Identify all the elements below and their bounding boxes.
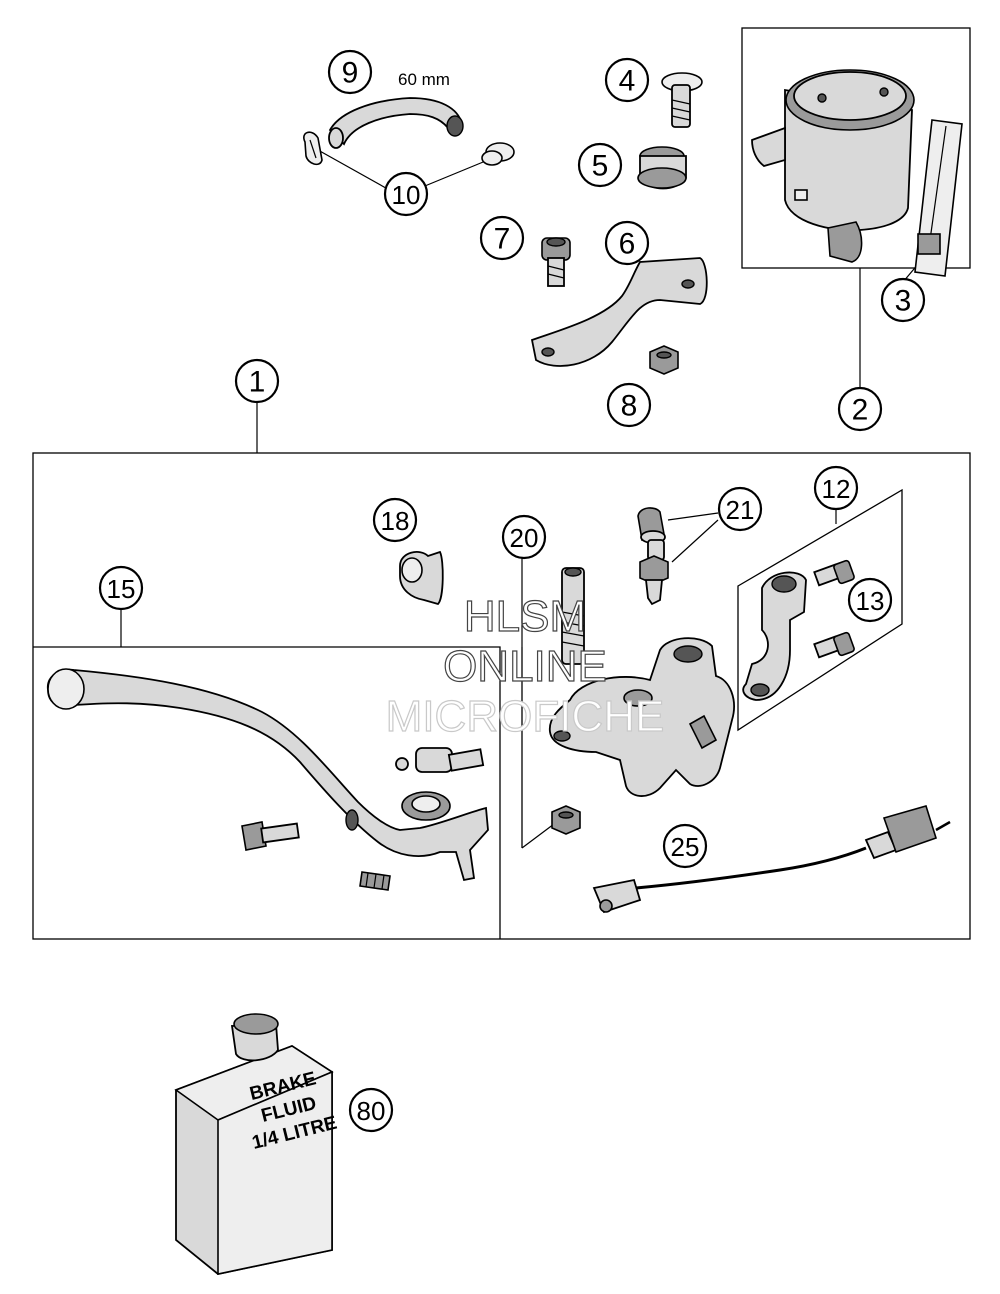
hose-length-label: 60 mm	[398, 70, 450, 89]
clamp-bolt-lower-part-13	[813, 631, 855, 659]
clamp-part-12	[742, 571, 807, 701]
reservoir-part-2	[751, 69, 915, 263]
lever-spring	[359, 871, 391, 891]
watermark-line-1: HLSM	[463, 591, 587, 641]
lever-adjuster-barrel	[415, 747, 485, 773]
bleeder-valve-part-21	[639, 539, 669, 606]
leader-10a	[317, 149, 394, 193]
master-cylinder-body	[548, 637, 735, 797]
plug-part-18	[399, 550, 444, 606]
pushrod-part-20	[561, 567, 585, 665]
hose-part-9	[328, 97, 464, 149]
bolt-part-7	[541, 237, 571, 287]
grommet-part-5	[637, 146, 687, 190]
screw-part-4	[661, 72, 703, 128]
leader-10b	[419, 159, 489, 189]
brake-switch-part-25	[592, 805, 951, 914]
nut-part-8	[649, 345, 679, 375]
clamp-bolt-upper-part-13	[813, 559, 855, 587]
lever-pivot-bolt	[241, 821, 300, 851]
hose-clip-left	[303, 131, 323, 166]
leader-21a	[667, 512, 719, 521]
leader-21b	[671, 519, 719, 563]
watermark-line-2: ONLINE	[442, 641, 607, 691]
brake-fluid-can-part-80	[174, 1013, 334, 1275]
brake-lever-part-15	[47, 668, 489, 882]
bleeder-cap-part-21	[637, 507, 666, 544]
master-cylinder-assembly-frame	[32, 452, 971, 940]
cylinder-nut	[551, 805, 581, 835]
lever-subframe	[33, 646, 501, 939]
watermark-line-3: MICROFICHE	[385, 691, 665, 741]
watermark: HLSM ONLINE MICROFICHE	[370, 591, 680, 742]
hose-clip-right	[481, 142, 515, 166]
clamp-group-frame	[737, 488, 903, 732]
reservoir-group-frame	[741, 27, 971, 269]
bracket-part-6	[530, 257, 708, 367]
reservoir-strap-part-3	[914, 119, 963, 277]
